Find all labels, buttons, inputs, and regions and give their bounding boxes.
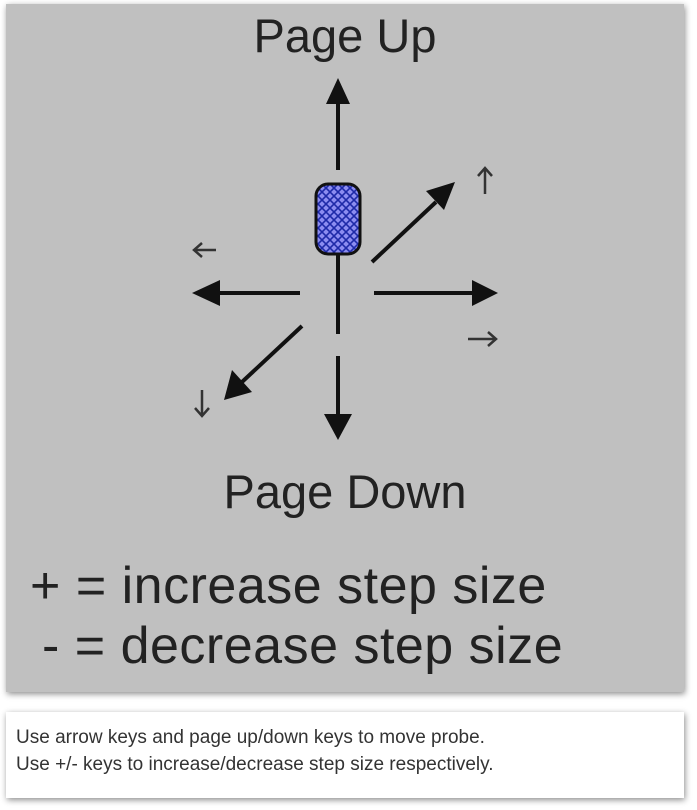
navigation-diagram [192, 78, 498, 440]
arrow-down-icon [324, 254, 352, 440]
small-arrow-up-icon [477, 166, 493, 194]
small-arrow-down-icon [194, 390, 210, 418]
keyboard-help-panel: Page Up Page Down + = increase step size… [6, 4, 684, 692]
arrow-downleft-icon [224, 324, 304, 400]
arrow-left-icon [192, 280, 300, 306]
decrease-step-label: - = decrease step size [42, 617, 564, 675]
caption-line-1: Use arrow keys and page up/down keys to … [16, 727, 485, 748]
caption-line-2: Use +/- keys to increase/decrease step s… [16, 754, 494, 775]
small-arrow-left-icon [192, 242, 216, 258]
arrow-right-icon [374, 280, 498, 306]
probe-icon [314, 182, 362, 256]
page-down-label: Page Down [223, 465, 467, 518]
arrow-upright-icon [370, 182, 455, 264]
arrow-up-icon [326, 78, 350, 170]
small-arrow-right-icon [468, 331, 498, 347]
page-up-label: Page Up [253, 9, 437, 62]
instruction-caption: Use arrow keys and page up/down keys to … [6, 712, 684, 798]
increase-step-label: + = increase step size [30, 557, 547, 615]
